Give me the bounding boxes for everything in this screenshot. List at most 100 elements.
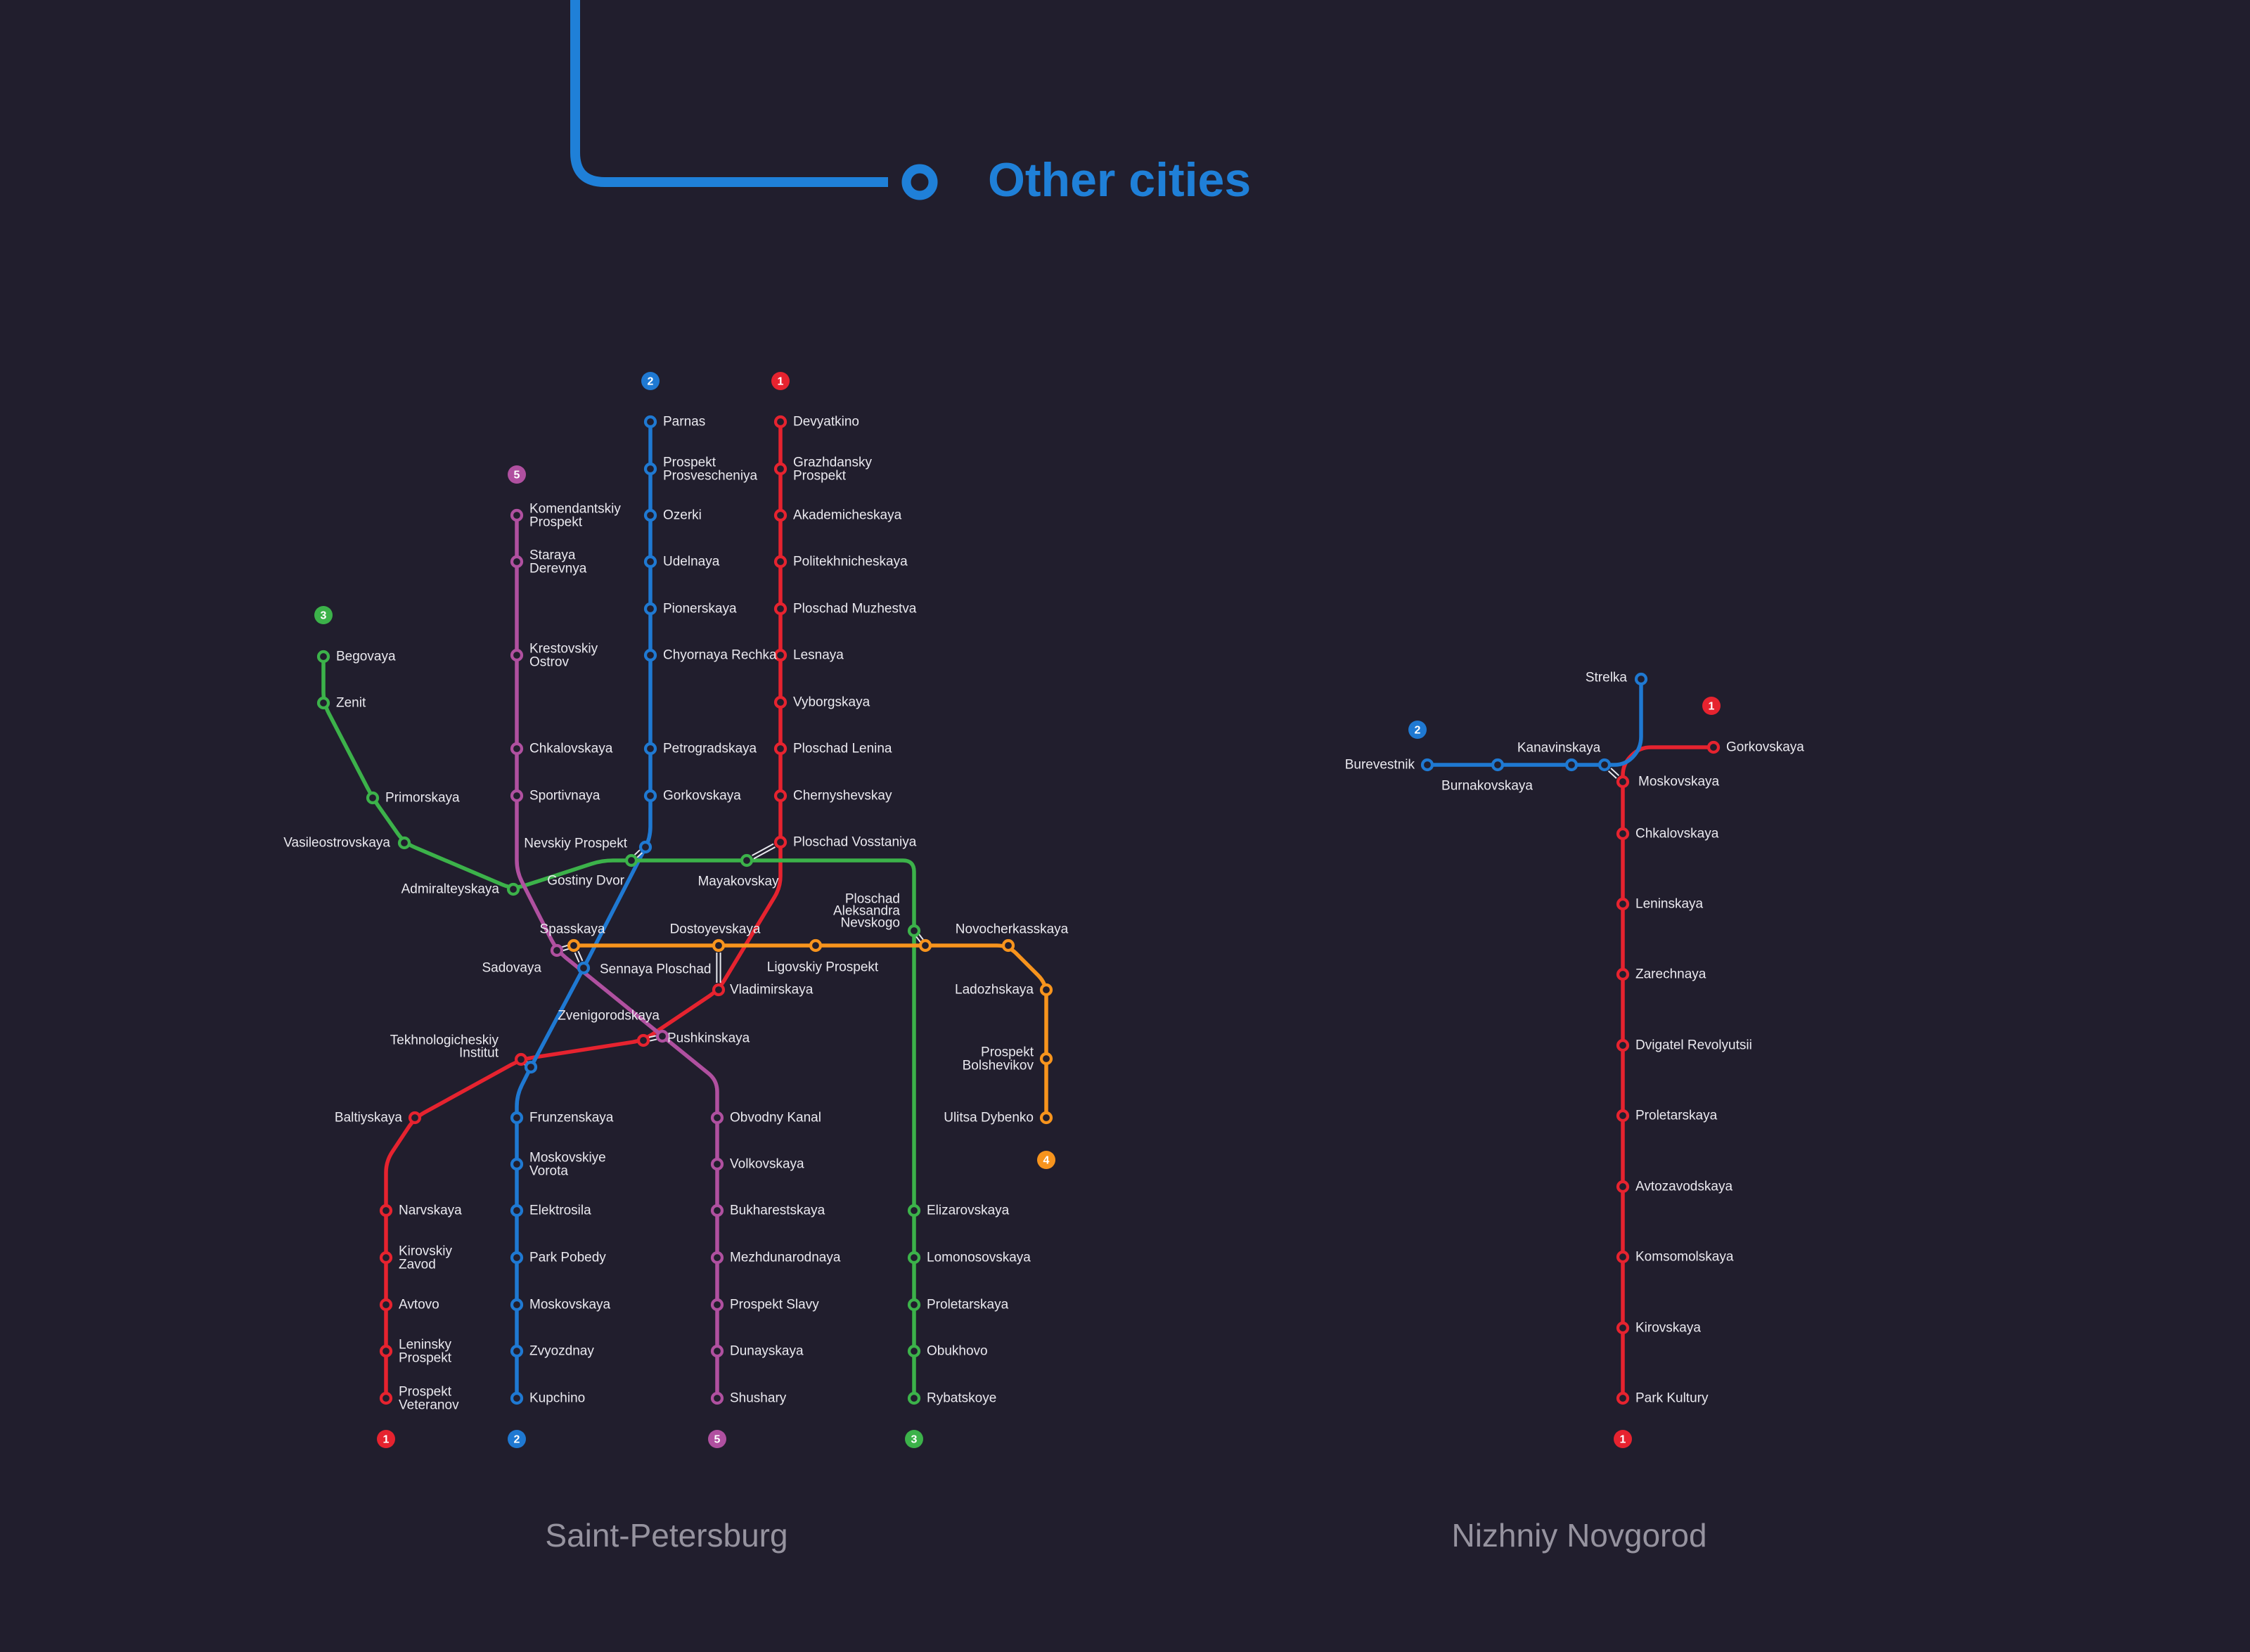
- station-nn-l1-kirovskaya: [1616, 1321, 1630, 1335]
- station-label: Ploschad Vosstaniya: [793, 835, 917, 850]
- line-badge-number: 4: [1043, 1155, 1050, 1167]
- station-label: Tekhnologicheskiy: [390, 1033, 499, 1048]
- station-label: Proletarskaya: [927, 1298, 1009, 1312]
- line-4-badge: [1037, 1151, 1055, 1169]
- station-label: Prospekt: [399, 1385, 452, 1400]
- station-spb-l1-akademicheskaya: [773, 508, 788, 522]
- transfer-connector: [1607, 770, 1617, 779]
- station-spb-l1-chernyshevskay: [773, 789, 788, 803]
- station-spb-l4-ulitsa-dybenko: [1039, 1111, 1053, 1125]
- station-spb-l1-kirovskiy-zavod: [379, 1251, 393, 1265]
- line-badge-number: 3: [321, 610, 327, 622]
- station-spb-l5-shushary: [710, 1391, 724, 1405]
- station-spb-l4-dostoyevskaya: [712, 938, 726, 953]
- station-spb-l1-avtovo: [379, 1298, 393, 1312]
- station-label: Vladimirskaya: [730, 983, 814, 998]
- station-label: Sennaya Ploschad: [600, 962, 711, 977]
- station-label: Udelnaya: [663, 555, 720, 569]
- station-label: Kupchino: [529, 1391, 585, 1406]
- station-label: Moskovskaya: [1638, 775, 1720, 789]
- line-badge-number: 2: [514, 1434, 520, 1446]
- station-label: Gostiny Dvor: [547, 874, 624, 889]
- station-label: Staraya: [529, 548, 576, 563]
- line-3-badge: [314, 606, 333, 624]
- station-spb-l3-ploschad-aleksandra-nevskogo: [907, 924, 921, 938]
- transfer-connector: [649, 1038, 657, 1042]
- station-label: Ploschad: [845, 892, 900, 907]
- station-label: Chyornaya Rechka: [663, 648, 777, 663]
- station-label: Zarechnaya: [1635, 967, 1706, 982]
- station-label: Zvenigorodskaya: [558, 1009, 660, 1024]
- station-label: Kirovskaya: [1635, 1321, 1701, 1336]
- station-spb-l3-vasileostrovskaya: [397, 836, 411, 850]
- metro-line-spb-1: [384, 420, 783, 1400]
- station-spb-l1-tekhnologicheskiy-institut: [514, 1052, 528, 1066]
- station-spb-l3-proletarskaya: [907, 1298, 921, 1312]
- station-label: Ladozhskaya: [955, 983, 1034, 998]
- station-label: Komendantskiy: [529, 502, 621, 517]
- station-label: Primorskaya: [385, 791, 460, 806]
- station-label: Nevskogo: [841, 916, 901, 931]
- station-label: Grazhdansky: [793, 456, 872, 470]
- station-label: Prospekt: [663, 456, 716, 470]
- station-label: Admiralteyskaya: [401, 882, 500, 897]
- station-label: Baltiyskaya: [335, 1111, 403, 1125]
- station-spb-l3-mayakovskay: [740, 853, 754, 867]
- map-nn: GorkovskayaMoskovskayaChkalovskayaLenins…: [1345, 671, 1804, 1448]
- transfer-connector: [915, 936, 921, 943]
- station-nn-l2-burevestnik: [1420, 758, 1434, 772]
- station-label: Moskovskiye: [529, 1151, 606, 1166]
- station-label: Veteranov: [399, 1398, 459, 1413]
- city-label-saint-petersburg: Saint-Petersburg: [545, 1517, 788, 1554]
- line-5-badge: [708, 1430, 726, 1448]
- station-spb-l3-begovaya: [316, 650, 330, 664]
- station-label: Parnas: [663, 415, 705, 430]
- station-spb-l2-petrogradskaya: [643, 742, 657, 756]
- station-spb-l1-lesnaya: [773, 648, 788, 662]
- city-label-nizhniy-novgorod: Nizhniy Novgorod: [1451, 1517, 1707, 1554]
- line-1-badge: [771, 372, 790, 390]
- station-spb-l1-prospekt-veteranov: [379, 1391, 393, 1405]
- station-spb-l1-ploschad-lenina: [773, 742, 788, 756]
- station-nn-l1-dvigatel-revolyutsii: [1616, 1038, 1630, 1052]
- station-label: Bolshevikov: [963, 1059, 1034, 1073]
- station-spb-l4-prospekt-bolshevikov: [1039, 1052, 1053, 1066]
- station-label: Elizarovskaya: [927, 1203, 1010, 1218]
- station-nn-l1-chkalovskaya: [1616, 827, 1630, 841]
- station-nn-l1-zarechnaya: [1616, 967, 1630, 981]
- station-spb-l5-chkalovskaya: [510, 742, 524, 756]
- station-label: Mayakovskay: [698, 875, 779, 889]
- station-label: Institut: [459, 1046, 499, 1061]
- line-5-badge: [508, 465, 526, 484]
- station-spb-l2-gorkovskaya: [643, 789, 657, 803]
- station-label: Moskovskaya: [529, 1298, 611, 1312]
- station-spb-l2-prospekt-prosvescheniya: [643, 462, 657, 476]
- station-spb-l3-lomonosovskaya: [907, 1251, 921, 1265]
- station-label: Prospekt: [529, 515, 583, 530]
- metro-line-nn-1: [1621, 745, 1716, 1400]
- station-label: Leninsky: [399, 1338, 451, 1353]
- station-label: Proletarskaya: [1635, 1109, 1718, 1123]
- line-2-badge: [1408, 721, 1427, 739]
- transfer-connector: [918, 934, 924, 941]
- station-label: Ploschad Muzhestva: [793, 602, 917, 617]
- station-label: Frunzenskaya: [529, 1111, 614, 1125]
- station-label: Burnakovskaya: [1441, 779, 1533, 794]
- station-spb-l2-udelnaya: [643, 555, 657, 569]
- metro-line-nn-2: [1425, 677, 1643, 767]
- station-nn-l1-moskovskaya: [1616, 775, 1630, 789]
- station-label: Elektrosila: [529, 1203, 591, 1218]
- station-spb-l2-moskovskiye-vorota: [510, 1157, 524, 1171]
- station-spb-l3-zenit: [316, 696, 330, 710]
- station-label: Prospekt: [981, 1045, 1034, 1060]
- station-label: Nevskiy Prospekt: [524, 837, 627, 851]
- station-label: Prosvescheniya: [663, 469, 758, 484]
- station-label: Politekhnicheskaya: [793, 555, 908, 569]
- station-spb-l5-obvodny-kanal: [710, 1111, 724, 1125]
- station-label: Akademicheskaya: [793, 508, 902, 523]
- station-label: Dunayskaya: [730, 1344, 804, 1359]
- line-badge-number: 2: [648, 376, 654, 388]
- other-cities-ring: [901, 164, 938, 200]
- station-nn-l1-komsomolskaya: [1616, 1250, 1630, 1264]
